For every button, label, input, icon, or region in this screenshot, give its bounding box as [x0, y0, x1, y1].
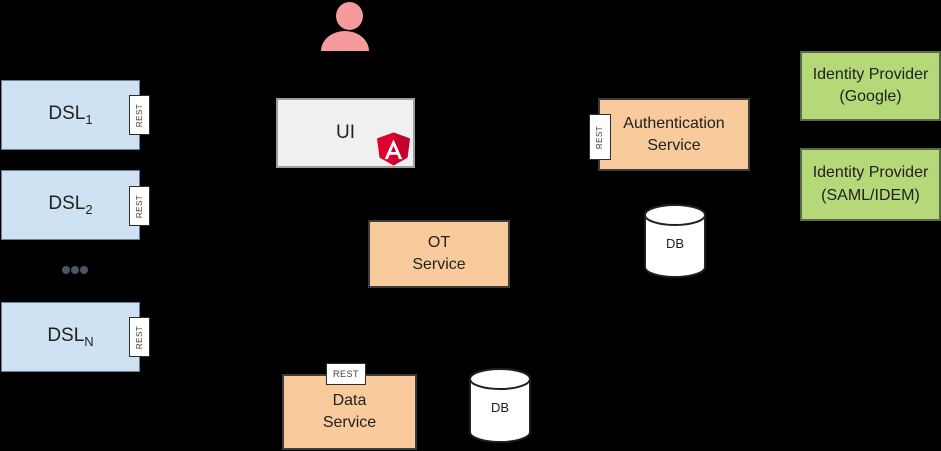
node-data-service: Data Service [282, 374, 417, 450]
node-ui: UI [276, 98, 415, 168]
dsl-n-label: DSLN [47, 325, 94, 349]
user-icon-body [321, 31, 369, 51]
auth-service-line1: Authentication [623, 114, 725, 132]
node-ot-service: OT Service [368, 220, 510, 288]
ellipsis-icon [62, 266, 88, 274]
node-dsl-1: DSL1 [1, 80, 140, 150]
node-idp-saml: Identity Provider (SAML/IDEM) [800, 148, 941, 221]
node-dsl-2: DSL2 [1, 170, 140, 240]
data-service-line2: Service [322, 414, 377, 431]
ui-label: UI [336, 122, 355, 143]
data-db-label: DB [490, 400, 510, 416]
rest-badge-dsl-n: REST [129, 317, 150, 357]
dsl-1-label: DSL1 [48, 103, 93, 127]
rest-badge-label: REST [332, 369, 359, 379]
rest-badge-auth-service: REST [589, 114, 611, 160]
rest-badge-label: REST [135, 194, 144, 218]
idp-google-line1: Identity Provider [812, 65, 929, 83]
data-service-line1: Data [332, 392, 367, 410]
rest-badge-dsl-2: REST [129, 186, 150, 226]
auth-db-cylinder-icon: DB [643, 203, 707, 281]
node-idp-google: Identity Provider (Google) [800, 51, 941, 121]
user-icon-head [336, 2, 363, 30]
node-auth-service: Authentication Service [598, 98, 750, 171]
rest-badge-label: REST [135, 103, 144, 127]
rest-badge-label: REST [595, 125, 605, 149]
angular-logo-icon [377, 132, 410, 171]
dsl-2-label: DSL2 [48, 193, 93, 217]
auth-service-line2: Service [647, 136, 701, 154]
rest-badge-dsl-1: REST [129, 95, 150, 135]
data-db-cylinder-icon: DB [468, 367, 532, 446]
idp-google-line2: (Google) [839, 88, 902, 105]
rest-badge-data-service: REST [326, 363, 366, 385]
node-dsl-n: DSLN [1, 302, 140, 372]
ot-service-line2: Service [412, 256, 466, 273]
idp-saml-line2: (SAML/IDEM) [821, 186, 920, 204]
auth-db-label: DB [665, 235, 685, 251]
rest-badge-label: REST [135, 325, 144, 349]
idp-saml-line1: Identity Provider [812, 164, 929, 182]
ot-service-line1: OT [427, 234, 451, 252]
